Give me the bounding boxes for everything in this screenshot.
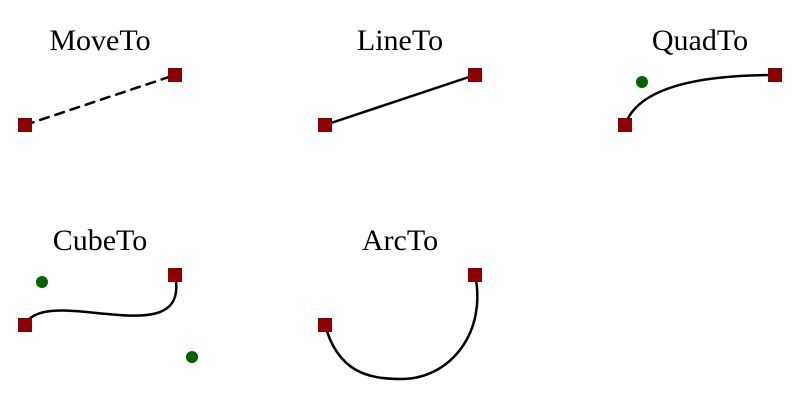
quadto-curve: [623, 73, 777, 127]
panel-lineto: LineTo: [318, 24, 482, 132]
moveto-end-point: [168, 68, 182, 82]
panel-title-quadto: QuadTo: [652, 24, 748, 57]
arcto-arc: [323, 273, 479, 381]
moveto-dashed-path: [23, 73, 177, 127]
cubeto-start-point: [18, 318, 32, 332]
panel-title-lineto: LineTo: [357, 24, 443, 57]
quadto-control-point: [636, 76, 648, 88]
arcto-end-point: [468, 268, 482, 282]
cubeto-curve: [23, 273, 178, 327]
panel-title-cubeto: CubeTo: [53, 224, 148, 257]
panel-title-arcto: ArcTo: [362, 224, 438, 257]
panel-title-moveto: MoveTo: [49, 24, 150, 57]
cubeto-control-point-1: [36, 276, 48, 288]
panel-moveto: MoveTo: [18, 24, 182, 132]
quadto-start-point: [618, 118, 632, 132]
quadto-end-point: [768, 68, 782, 82]
lineto-start-point: [318, 118, 332, 132]
panel-quadto: QuadTo: [618, 24, 782, 132]
cubeto-control-point-2: [186, 351, 198, 363]
panel-cubeto: CubeTo: [18, 224, 198, 363]
lineto-path: [323, 73, 477, 127]
arcto-start-point: [318, 318, 332, 332]
cubeto-end-point: [168, 268, 182, 282]
moveto-start-point: [18, 118, 32, 132]
lineto-end-point: [468, 68, 482, 82]
panel-arcto: ArcTo: [318, 224, 482, 381]
